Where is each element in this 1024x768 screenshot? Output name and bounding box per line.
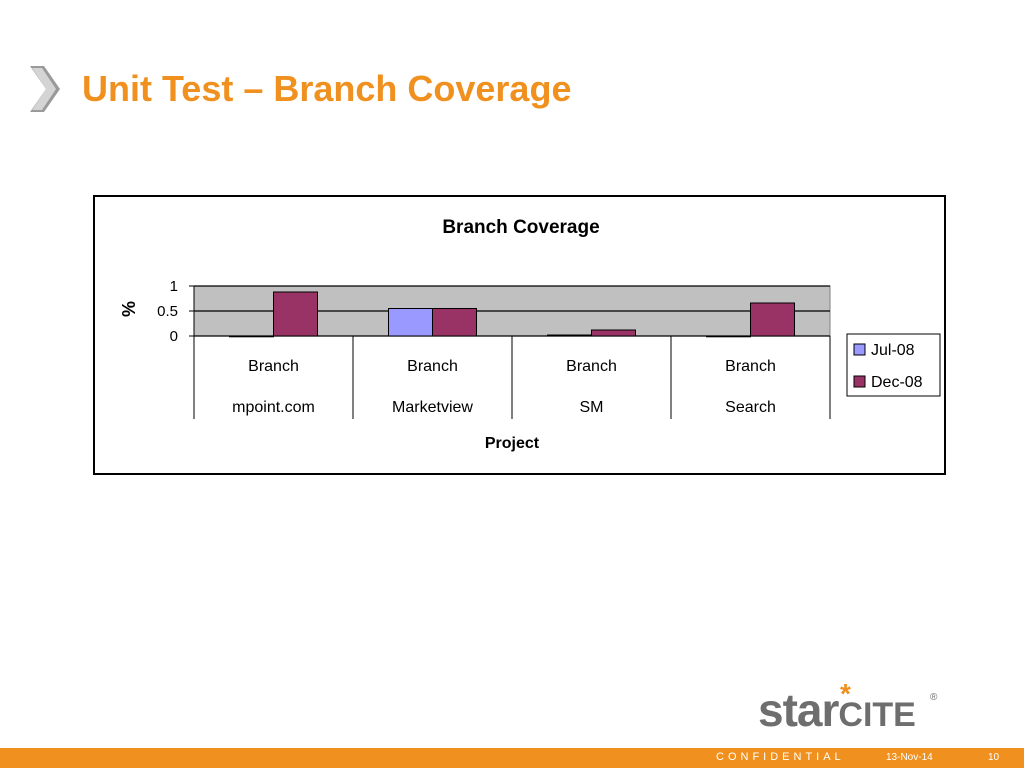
y-tick-label: 1 xyxy=(170,278,178,295)
y-tick-label: 0.5 xyxy=(157,303,178,320)
starcite-logo: * starCITE ® xyxy=(758,680,948,736)
logo-cite-text: CITE xyxy=(838,696,916,734)
bar-dec-08 xyxy=(750,302,795,337)
footer-page-number: 10 xyxy=(988,752,1000,763)
legend-swatch xyxy=(853,375,866,388)
bar-jul-08 xyxy=(547,334,592,337)
category-label-line2: Marketview xyxy=(392,399,473,416)
bar-jul-08 xyxy=(388,308,433,337)
y-axis-label: % xyxy=(119,301,139,317)
logo-wordmark: starCITE xyxy=(758,687,916,744)
footer-confidential: CONFIDENTIAL xyxy=(716,751,845,763)
bar-dec-08 xyxy=(273,291,318,337)
logo-asterisk-icon: * xyxy=(840,678,851,709)
bar-dec-08 xyxy=(591,329,636,337)
legend-label: Dec-08 xyxy=(871,374,923,391)
category-label-line2: SM xyxy=(580,399,604,416)
bar-dec-08 xyxy=(432,308,477,337)
legend-label: Jul-08 xyxy=(871,342,915,359)
bar-jul-08 xyxy=(229,335,274,338)
category-label-line1: Branch xyxy=(566,358,617,375)
legend-swatch xyxy=(853,343,866,356)
bar-jul-08 xyxy=(706,335,751,338)
y-tick-label: 0 xyxy=(170,328,178,345)
logo-registered-mark: ® xyxy=(930,692,938,703)
logo-star-text: star xyxy=(758,684,839,736)
x-axis-label: Project xyxy=(485,435,540,452)
category-label-line1: Branch xyxy=(725,358,776,375)
footer-date: 13-Nov-14 xyxy=(886,752,933,763)
chevron-right-icon xyxy=(30,66,60,112)
chart-title: Branch Coverage xyxy=(442,217,599,238)
category-label-line2: mpoint.com xyxy=(232,399,315,416)
slide-title: Unit Test – Branch Coverage xyxy=(82,68,572,109)
category-label-line2: Search xyxy=(725,399,776,416)
footer-bar: CONFIDENTIAL 13-Nov-14 10 xyxy=(0,748,1024,768)
category-label-line1: Branch xyxy=(248,358,299,375)
category-label-line1: Branch xyxy=(407,358,458,375)
